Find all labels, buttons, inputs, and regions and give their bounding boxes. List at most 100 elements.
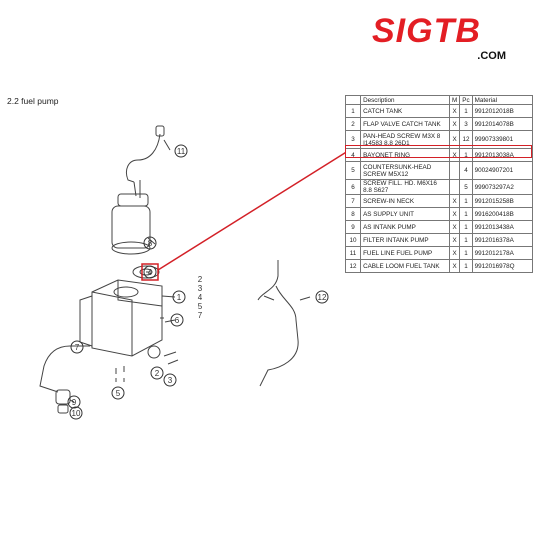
row-description: COUNTERSUNK-HEAD SCREW M5X12 [360,161,451,180]
logo-wordmark: SIGTB [372,12,481,50]
table-header-row: Description M Pc Material [344,95,533,105]
header-m: M [449,95,461,105]
row-description: SCREW-IN NECK [360,194,451,208]
table-row: 9 AS INTANK PUMP X 1 9912013438A [344,220,533,234]
cable-loom [257,260,299,387]
row-pos: 5 [344,161,362,180]
row-pc: 4 [459,161,473,180]
row-m: X [449,259,461,273]
stack-number-7: 7 [198,311,203,320]
supply-unit-bottom [111,241,151,255]
row-material: 9912016378A [471,233,533,247]
stack-number-5: 5 [198,302,203,311]
callout-3: 3 [168,376,173,385]
callout-12: 12 [318,293,327,302]
section-title: 2.2 fuel pump [7,96,59,106]
row-m: X [449,207,461,221]
bayonet-ring [132,265,160,279]
callout-1: 1 [177,293,182,302]
intank-filter [57,404,69,414]
screws-5 [115,366,125,382]
row-material: 9916200418B [471,207,533,221]
row-pos: 3 [344,130,362,149]
row-m: X [449,233,461,247]
callout-4-highlight [141,263,159,281]
row-m [449,161,461,180]
row-material: 9912013438A [471,220,533,234]
row-material: 9912016978Q [471,259,533,273]
stack-number-2: 2 [198,275,203,284]
brand-logo: SIGTB .COM [372,12,512,62]
supply-unit-wiring [133,180,141,198]
row-pc: 1 [459,233,473,247]
supply-unit-body [111,205,151,249]
row-material: 999073297A2 [471,179,533,195]
row-description: AS INTANK PUMP [360,220,451,234]
row-description: CABLE LOOM FUEL TANK [360,259,451,273]
row-description: CATCH TANK [360,104,451,118]
table-row: 11 FUEL LINE FUEL PUMP X 1 9912012178A [344,246,533,260]
row-pc: 3 [459,117,473,131]
callout-4: 4 [148,268,153,277]
callout-2: 2 [155,369,160,378]
row-pos: 11 [344,246,362,260]
table-row: 10 FILTER INTANK PUMP X 1 9912016378A [344,233,533,247]
screw-6 [160,317,164,326]
row-m: X [449,246,461,260]
table-row: 3 PAN-HEAD SCREW M3X 8 I14583 8.8 26D1 X… [344,130,533,149]
parts-table: Description M Pc Material 1 CATCH TANK X… [344,95,533,273]
fuel-line-hose [125,133,161,183]
row-pos: 8 [344,207,362,221]
table-row: 12 CABLE LOOM FUEL TANK X 1 9912016978Q [344,259,533,273]
callout-9: 9 [72,398,77,407]
flap-valve [147,345,161,359]
row-pc: 1 [459,104,473,118]
header-material: Material [471,95,533,105]
table-row: 7 SCREW-IN NECK X 1 9912015258B [344,194,533,208]
row-pc: 1 [459,207,473,221]
table-row: 8 AS SUPPLY UNIT X 1 9916200418B [344,207,533,221]
logo-domain: .COM [477,50,506,62]
row-pos: 7 [344,194,362,208]
row-pos: 6 [344,179,362,195]
row-pc: 1 [459,220,473,234]
exploded-parts-diagram: 11 8 4 1 6 7 9 10 5 2 3 12 2 3 4 5 7 [39,125,345,420]
row-material: 9912012178A [471,246,533,260]
row-m [449,179,461,195]
selected-row-highlight [345,145,532,158]
callout-7: 7 [75,343,80,352]
row-pos: 2 [344,117,362,131]
row-m: X [449,194,461,208]
screw-in-neck-pipe [39,345,90,393]
row-description: SCREW FILL. HD. M6X16 8.8 S627 [360,179,451,195]
table-row: 6 SCREW FILL. HD. M6X16 8.8 S627 5 99907… [344,179,533,195]
header-description: Description [360,95,451,105]
callout-6: 6 [175,316,180,325]
row-pos: 1 [344,104,362,118]
table-row: 5 COUNTERSUNK-HEAD SCREW M5X12 4 9002490… [344,161,533,180]
callout-5: 5 [116,389,121,398]
row-pos: 10 [344,233,362,247]
row-pos: 12 [344,259,362,273]
header-pc: Pc [459,95,473,105]
row-description: AS SUPPLY UNIT [360,207,451,221]
table-row: 2 FLAP VALVE CATCH TANK X 3 9912014078B [344,117,533,131]
row-material: 9912012018B [471,104,533,118]
stack-number-3: 3 [198,284,203,293]
stack-number-4: 4 [198,293,203,302]
row-description: FLAP VALVE CATCH TANK [360,117,451,131]
row-material: 9912014078B [471,117,533,131]
callout-10: 10 [72,409,81,418]
callout-11: 11 [177,147,186,156]
callout-8: 8 [148,239,153,248]
row-pc: 1 [459,194,473,208]
table-row: 1 CATCH TANK X 1 9912012018B [344,104,533,118]
row-description: FUEL LINE FUEL PUMP [360,246,451,260]
highlight-connector-line [157,151,345,271]
row-pos: 9 [344,220,362,234]
supply-unit-head [117,193,149,207]
fuel-line-fitting [155,125,165,137]
header-pos [344,95,362,105]
row-pc: 5 [459,179,473,195]
row-material: 90024907201 [471,161,533,180]
